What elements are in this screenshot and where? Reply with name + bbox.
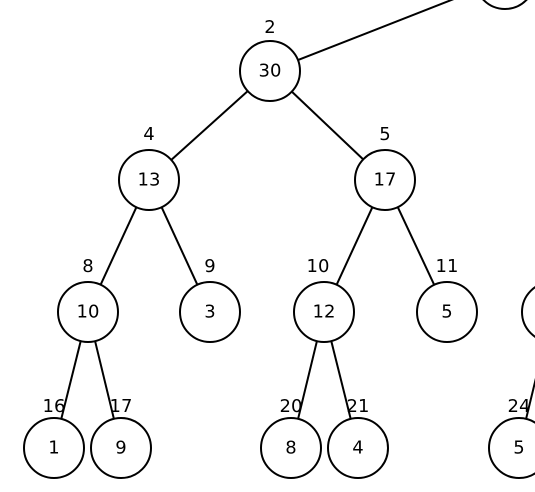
node-circle [293,281,355,343]
node-value: 13 [138,170,161,191]
node-index-label: 24 [508,396,531,417]
tree-edge-n4-n8 [99,206,138,286]
node-value: 9 [115,438,126,459]
tree-node-n17: 9 17 [90,396,152,479]
tree-node-n10: 12 10 [293,256,355,343]
node-circle [488,417,535,479]
node-value: 10 [77,302,100,323]
node-index-label: 2 [264,17,275,38]
node-circle [260,417,322,479]
node-circle [354,149,416,211]
node-value: 17 [374,170,397,191]
tree-node-n24: 5 24 [488,396,535,479]
node-value: 3 [204,302,215,323]
node-circle [23,417,85,479]
node-circle [118,149,180,211]
tree-node-n8: 10 8 [57,256,119,343]
node-index-label: 4 [143,124,154,145]
tree-edge-n10-n20 [297,340,318,420]
node-index-label: 11 [436,256,459,277]
tree-node-n11: 5 11 [416,256,478,343]
tree-edge-n12-n24 [525,377,535,420]
tree-edge-n8-n16 [60,340,82,420]
tree-edge-n2-n4 [170,90,249,161]
node-circle [179,281,241,343]
node-index-label: 16 [43,396,66,417]
tree-edge-n1-n2 [297,0,455,62]
tree-node-n21: 4 21 [327,396,389,479]
node-index-label: 5 [379,124,390,145]
tree-node-n16: 1 16 [23,396,85,479]
node-index-label: 9 [204,256,215,277]
node-index-label: 21 [347,396,370,417]
tree-node-n4: 13 4 [118,124,180,211]
tree-node-n12 [521,286,535,338]
tree-node-n9: 39 [179,256,241,343]
node-value: 5 [513,438,524,459]
node-circle [416,281,478,343]
node-value: 30 [259,61,282,82]
node-index-label: 20 [280,396,303,417]
tree-node-n5: 17 5 [354,124,416,211]
node-value: 12 [313,302,336,323]
node-circle [239,40,301,102]
tree-edge-n5-n10 [335,206,374,286]
tree-edge-n4-n9 [160,206,199,286]
edges-layer [60,0,535,420]
node-value: 5 [441,302,452,323]
tree-edge-n2-n5 [291,90,364,161]
node-value: 1 [48,438,59,459]
node-index-label: 10 [307,256,330,277]
node-circle [327,417,389,479]
tree-node-n20: 8 20 [260,396,322,479]
node-circle [482,0,528,10]
node-circle [57,281,119,343]
tree-edge-n5-n11 [396,206,436,286]
tree-node-n1 [482,0,528,10]
tree-node-n2: 30 2 [239,17,301,102]
node-value: 8 [285,438,296,459]
node-circle [521,286,535,338]
node-index-label: 8 [82,256,93,277]
tree-edge-n10-n21 [330,340,352,420]
node-circle [90,417,152,479]
node-value: 4 [352,438,363,459]
node-index-label: 17 [110,396,133,417]
tree-edge-n8-n17 [94,340,115,420]
